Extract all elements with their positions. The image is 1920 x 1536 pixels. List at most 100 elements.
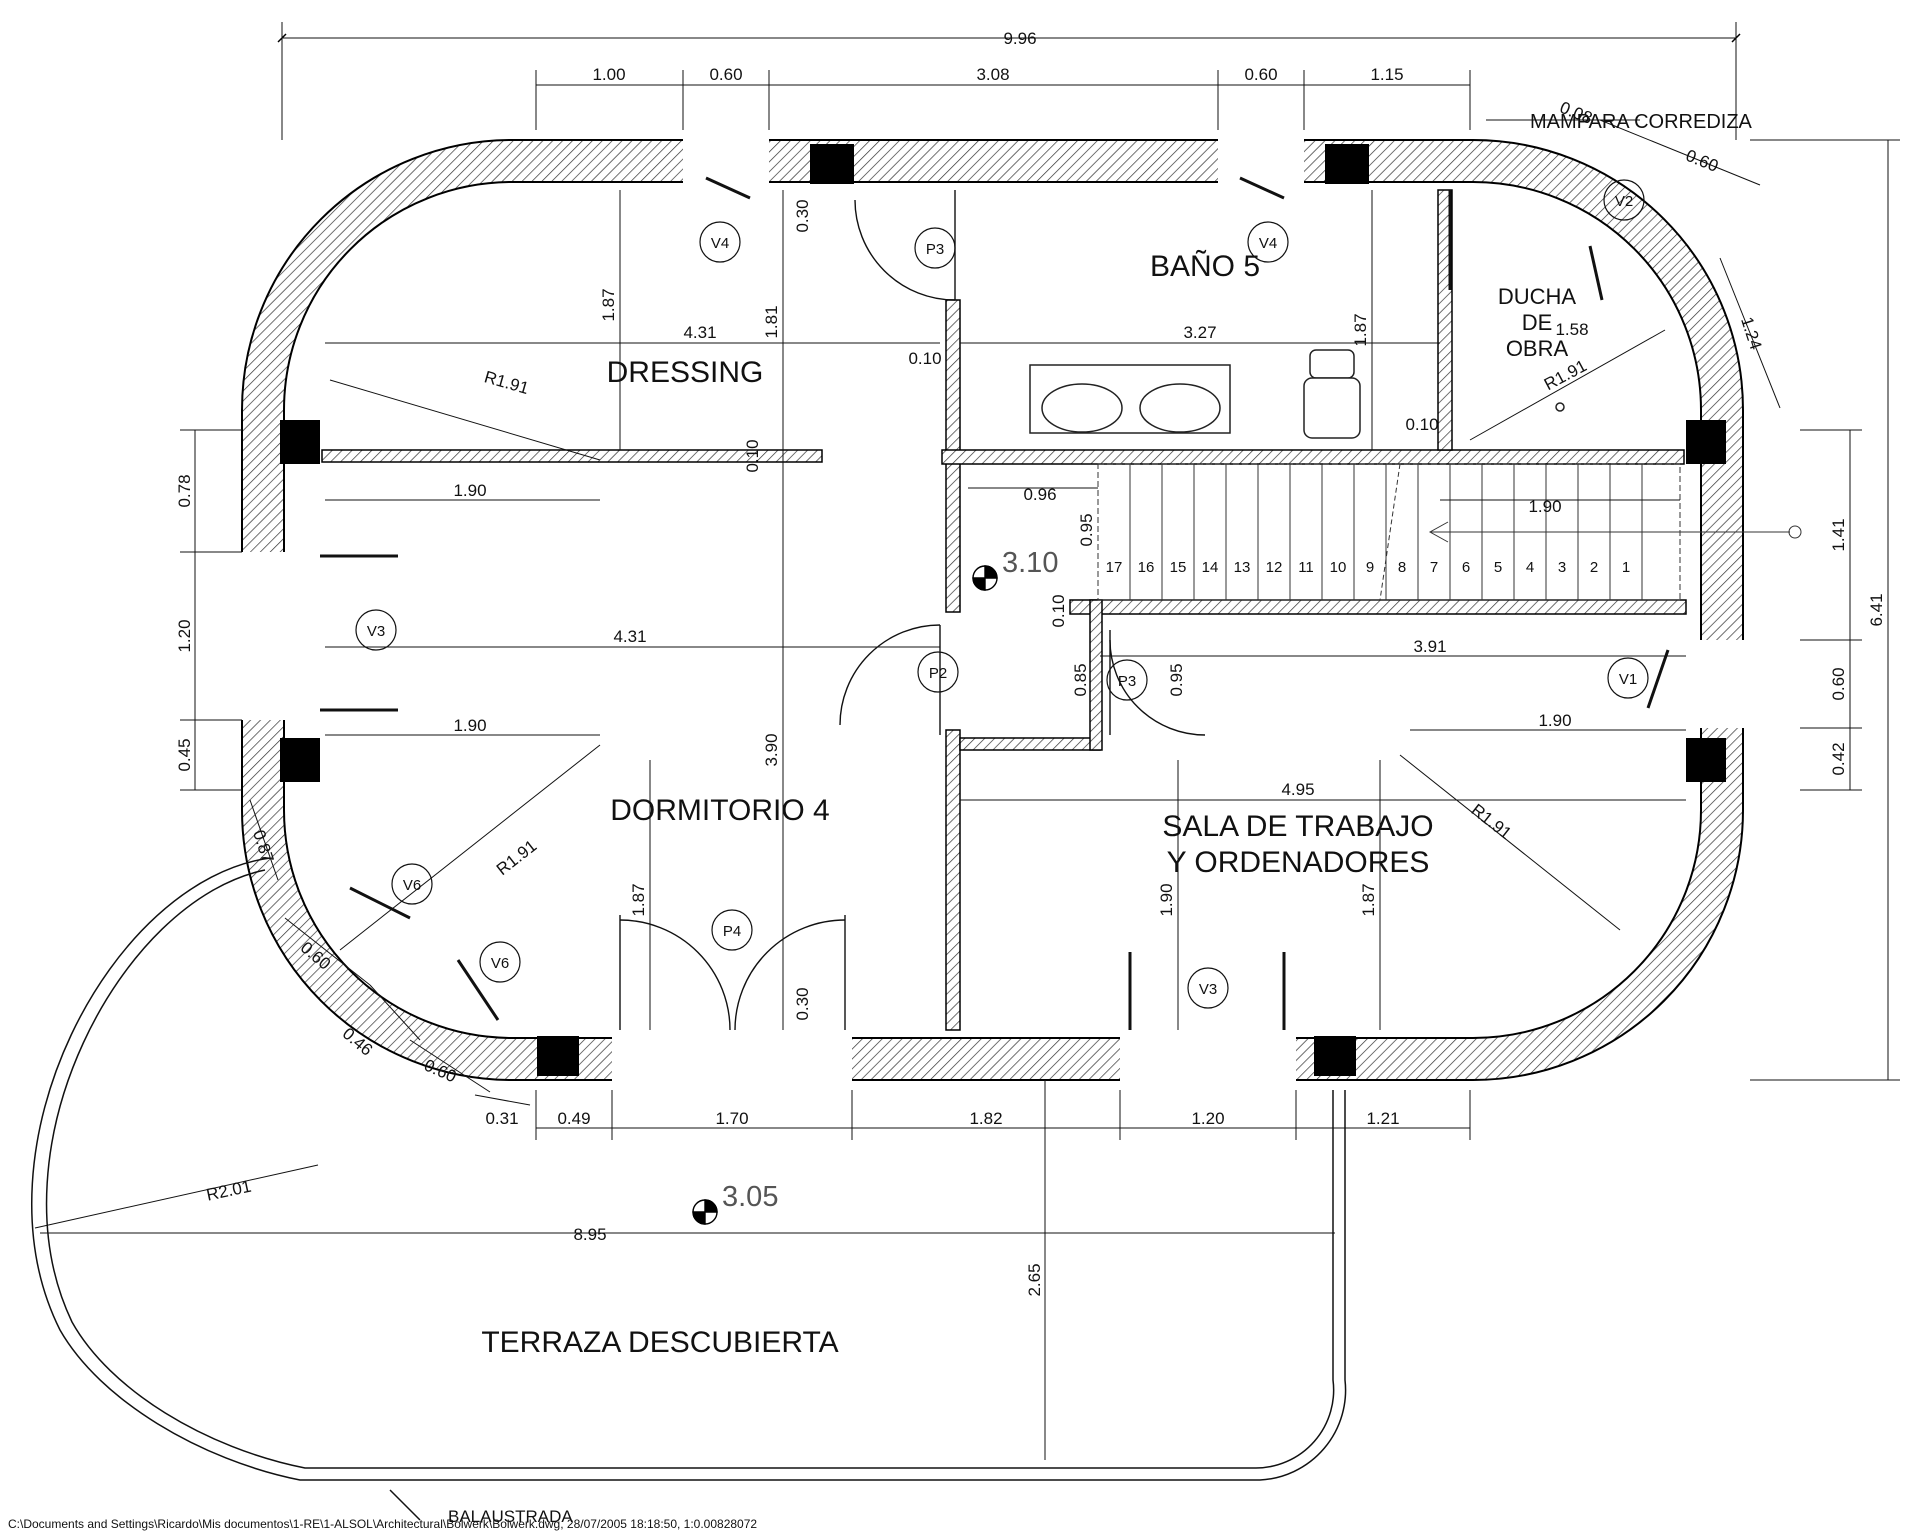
radius-label: R1.91 (1468, 800, 1515, 843)
dim-left: 0.45 (175, 738, 194, 771)
note-balustrade: BALAUSTRADA (448, 1507, 573, 1526)
dim-top: 0.60 (709, 65, 742, 84)
room-label-bedroom: DORMITORIO 4 (610, 794, 829, 827)
window-tag-v1: V1 (1619, 671, 1637, 688)
file-path-footer: C:\Documents and Settings\Ricardo\Mis do… (8, 1517, 757, 1531)
dim-bath-width: 3.27 (1183, 323, 1216, 342)
door-tag-p4: P4 (723, 923, 741, 940)
dim-1-58: 1.58 (1555, 320, 1588, 339)
step-number: 9 (1366, 559, 1374, 576)
dim-bottom: 1.70 (715, 1109, 748, 1128)
door-tag-p3: P3 (926, 241, 944, 258)
window-tag-v6: V6 (403, 877, 421, 894)
note-sliding-screen: MAMPARA CORREDIZA (1530, 111, 1753, 133)
dim-0-96: 0.96 (1023, 485, 1056, 504)
radius-label: R1.91 (1541, 356, 1590, 394)
room-label-shower-line2: DE (1522, 310, 1553, 335)
step-number: 1 (1622, 559, 1630, 576)
dim-left: 0.78 (175, 474, 194, 507)
toilet-tank (1309, 349, 1355, 379)
dim-0-30: 0.30 (793, 987, 812, 1020)
dim-0-10: 0.10 (1405, 415, 1438, 434)
dim-1-90-work: 1.90 (1157, 883, 1176, 916)
room-label-dressing: DRESSING (607, 356, 764, 389)
dim-bottom: 1.82 (969, 1109, 1002, 1128)
step-number: 15 (1170, 559, 1187, 576)
dim-1-81: 1.81 (762, 305, 781, 338)
dim-bedroom-width: 4.31 (613, 627, 646, 646)
bathroom-fixtures (1029, 349, 1565, 439)
dimension-lines (34, 22, 1900, 1460)
room-label-work-line2: Y ORDENADORES (1167, 846, 1430, 879)
terrace-outline (31, 857, 1347, 1521)
dim-overall-top: 9.96 (1003, 29, 1036, 48)
radius-label: R1.91 (482, 367, 531, 398)
dim-1-90: 1.90 (453, 716, 486, 735)
dim-top: 1.00 (592, 65, 625, 84)
dim-top: 3.08 (976, 65, 1009, 84)
dim-wall-segment: 0.31 (485, 1109, 518, 1128)
opening-tags (355, 179, 1649, 1009)
door-swings (320, 176, 1670, 1031)
dim-0-10: 0.10 (1049, 594, 1068, 627)
step-number: 3 (1558, 559, 1566, 576)
dim-0-10: 0.10 (743, 439, 762, 472)
step-number: 12 (1266, 559, 1283, 576)
elevation-label-upper: 3.10 (1002, 547, 1058, 579)
room-label-shower-line1: DUCHA (1498, 284, 1577, 309)
step-number: 6 (1462, 559, 1470, 576)
step-number: 7 (1430, 559, 1438, 576)
dim-1-87: 1.87 (599, 288, 618, 321)
step-number: 5 (1494, 559, 1502, 576)
dim-bottom: 1.21 (1366, 1109, 1399, 1128)
dim-terrace-depth: 2.65 (1025, 1263, 1044, 1296)
dim-right: 0.60 (1829, 667, 1848, 700)
step-number: 14 (1202, 559, 1219, 576)
dim-1-87: 1.87 (1359, 883, 1378, 916)
stair-step-numbers: 17 16 15 14 13 12 11 10 9 8 7 6 5 4 3 2 … (1106, 559, 1631, 576)
shower-drain (1555, 402, 1565, 412)
window-tag-v3: V3 (1199, 981, 1217, 998)
radius-label-terrace: R2.01 (205, 1177, 253, 1205)
window-tag-v4: V4 (1259, 235, 1277, 252)
step-number: 4 (1526, 559, 1534, 576)
dim-1-87: 1.87 (629, 883, 648, 916)
dim-bottom: 1.20 (1191, 1109, 1224, 1128)
stair (1097, 463, 1802, 601)
room-label-shower-line3: OBRA (1506, 336, 1569, 361)
dim-dressing-width: 4.31 (683, 323, 716, 342)
dim-1-90: 1.90 (1538, 711, 1571, 730)
dim-0-30: 0.30 (793, 199, 812, 232)
window-tag-v4: V4 (711, 235, 729, 252)
dim-right: 1.41 (1829, 518, 1848, 551)
dim-work-1: 3.91 (1413, 637, 1446, 656)
step-number: 13 (1234, 559, 1251, 576)
toilet-bowl (1303, 377, 1361, 439)
dim-work-width: 4.95 (1281, 780, 1314, 799)
dim-0-10: 0.10 (908, 349, 941, 368)
dim-0-85: 0.85 (1071, 663, 1090, 696)
window-tag-v2: V2 (1615, 193, 1633, 210)
exterior-wall (236, 134, 1750, 1088)
step-number: 8 (1398, 559, 1406, 576)
room-label-terrace: TERRAZA DESCUBIERTA (481, 1326, 838, 1359)
dim-top: 1.15 (1370, 65, 1403, 84)
dim-right-overall: 6.41 (1867, 593, 1886, 626)
dim-1-90-stair: 1.90 (1528, 497, 1561, 516)
sink-right (1139, 383, 1221, 433)
room-label-work-line1: SALA DE TRABAJO (1162, 810, 1433, 843)
elevation-marker (692, 565, 998, 1225)
dim-0-95: 0.95 (1167, 663, 1186, 696)
step-number: 17 (1106, 559, 1123, 576)
step-number: 16 (1138, 559, 1155, 576)
door-tag-p3: P3 (1118, 673, 1136, 690)
dim-1-90: 1.90 (453, 481, 486, 500)
dim-1-24: 1.24 (1737, 315, 1765, 352)
radius-label: R1.91 (493, 836, 540, 879)
room-label-bath: BAÑO 5 (1150, 249, 1260, 283)
door-tag-p2: P2 (929, 665, 947, 682)
dim-1-87: 1.87 (1351, 313, 1370, 346)
dim-terrace-width: 8.95 (573, 1225, 606, 1244)
elevation-label-terrace: 3.05 (722, 1181, 778, 1213)
